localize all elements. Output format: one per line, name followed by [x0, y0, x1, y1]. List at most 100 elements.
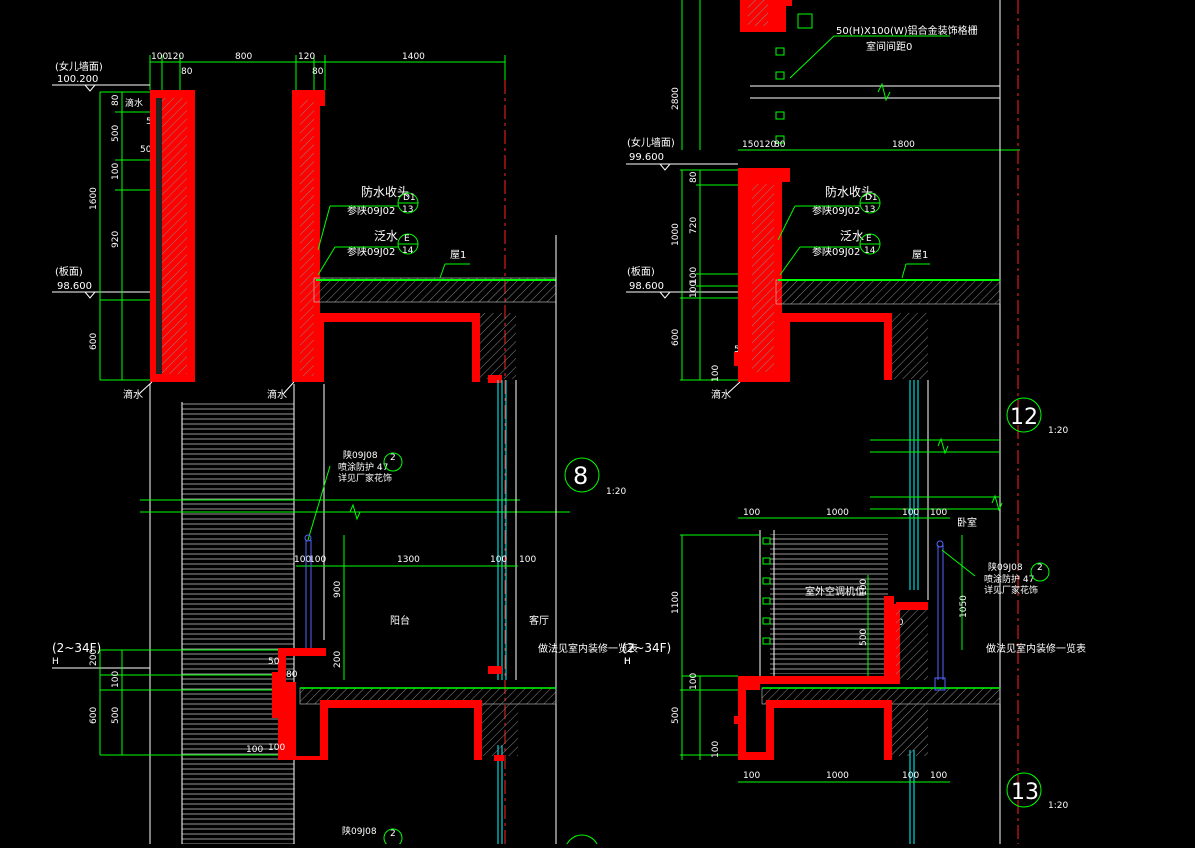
left-stair	[182, 402, 294, 844]
right-ac-grille	[770, 534, 888, 674]
right-top-vdim: 2800	[671, 87, 681, 110]
svg-text:E: E	[404, 234, 410, 244]
svg-text:150: 150	[742, 140, 759, 150]
left-note-flash-ref: 参陕09J02	[347, 204, 395, 217]
left-dim-80b: 80	[312, 67, 324, 77]
right-roof-beam	[782, 313, 892, 380]
left-vdim-80: 80	[111, 94, 121, 106]
left-floor-label: (2~34F)	[52, 641, 101, 655]
svg-text:100: 100	[711, 365, 721, 382]
right-drip: 滴水	[711, 388, 731, 401]
left-vdim-100: 100	[111, 163, 121, 180]
svg-text:喷涂防护 47: 喷涂防护 47	[984, 573, 1034, 585]
svg-text:100: 100	[711, 741, 721, 758]
left-note-upturn-ref: 参陕09J02	[347, 245, 395, 258]
svg-text:100: 100	[930, 508, 947, 518]
svg-text:(板面): (板面)	[627, 265, 655, 278]
svg-text:50: 50	[268, 657, 280, 667]
right-dim-1800: 1800	[892, 140, 915, 150]
left-balcony-curb	[272, 648, 326, 760]
left-parapet-elev: 100.200	[57, 74, 98, 85]
svg-text:200: 200	[89, 649, 99, 666]
right-roof-slab	[775, 279, 1001, 305]
right-ac-curb	[760, 596, 928, 684]
svg-text:1:20: 1:20	[1048, 801, 1068, 811]
left-detail: 100 120 80 800 120 80 1400 (女儿墙面) 100.20…	[52, 52, 671, 848]
svg-text:100: 100	[902, 508, 919, 518]
svg-text:120: 120	[759, 140, 776, 150]
svg-text:100: 100	[309, 555, 326, 565]
left-rail-ref: 陕09J08	[343, 449, 378, 461]
svg-text:1100: 1100	[671, 591, 681, 614]
left-dim-120: 120	[167, 52, 184, 62]
right-floor-curb	[734, 676, 900, 760]
svg-text:100: 100	[930, 771, 947, 781]
left-balcony-label: 阳台	[390, 614, 410, 627]
left-dim-1400: 1400	[402, 52, 425, 62]
svg-text:E: E	[866, 234, 872, 244]
left-vdim-1600: 1600	[89, 187, 99, 210]
svg-text:H: H	[624, 657, 631, 667]
svg-text:详见厂家花饰: 详见厂家花饰	[984, 584, 1038, 596]
svg-text:80: 80	[774, 140, 786, 150]
left-vdim-920: 920	[111, 231, 121, 248]
left-vdim-50b: 50	[140, 145, 152, 155]
right-finish-note: 做法见室内装修一览表	[986, 642, 1086, 655]
svg-text:H: H	[52, 657, 59, 667]
svg-text:100: 100	[902, 771, 919, 781]
svg-text:600: 600	[89, 707, 99, 724]
left-detail-no: 8	[573, 462, 588, 490]
left-balcony-dim-1300: 1300	[397, 555, 420, 565]
left-vdim-500: 500	[111, 125, 121, 142]
left-roof-slab	[313, 277, 557, 303]
left-note-flash: 防水收头	[361, 184, 409, 199]
left-rail-line2: 详见厂家花饰	[338, 472, 392, 484]
svg-text:陕09J08: 陕09J08	[988, 561, 1023, 573]
svg-text:100: 100	[689, 267, 699, 284]
svg-text:(女儿墙面): (女儿墙面)	[627, 136, 675, 149]
right-ac-label: 室外空调机位	[805, 585, 865, 598]
grille-profile-1	[797, 13, 813, 29]
left-vdim-600: 600	[89, 333, 99, 350]
right-bottom-dim-1000: 1000	[826, 771, 849, 781]
right-roof-elev: 98.600	[629, 281, 664, 292]
right-top-note2: 室间间距0	[866, 40, 912, 53]
svg-text:100: 100	[111, 671, 121, 688]
left-drip-1: 滴水	[123, 388, 143, 401]
svg-text:500: 500	[671, 707, 681, 724]
svg-text:D1: D1	[865, 193, 878, 203]
svg-text:滴水: 滴水	[125, 97, 143, 109]
right-detail-circle-12	[1006, 397, 1042, 433]
right-bedroom-label: 卧室	[957, 516, 977, 529]
left-bottom-ref: 陕09J08	[342, 825, 377, 837]
svg-text:80: 80	[689, 171, 699, 183]
svg-text:2: 2	[390, 453, 396, 463]
right-parapet-elev: 99.600	[629, 152, 664, 163]
left-roof-elev: 98.600	[57, 281, 92, 292]
svg-text:1050: 1050	[959, 595, 969, 618]
svg-text:屋1: 屋1	[912, 249, 928, 261]
right-detail-no-13: 13	[1011, 780, 1039, 805]
svg-text:13: 13	[864, 205, 875, 215]
svg-text:100: 100	[743, 771, 760, 781]
svg-text:200: 200	[333, 651, 343, 668]
svg-text:13: 13	[402, 205, 413, 215]
left-finish-note: 做法见室内装修一览表	[538, 642, 638, 655]
svg-text:100: 100	[519, 555, 536, 565]
svg-text:900: 900	[333, 581, 343, 598]
svg-text:1000: 1000	[671, 223, 681, 246]
left-scale: 1:20	[606, 487, 626, 497]
right-detail-no-12: 12	[1010, 405, 1038, 430]
left-roof-beam	[316, 313, 480, 382]
svg-text:100: 100	[294, 555, 311, 565]
left-dim-800: 800	[235, 52, 252, 62]
svg-text:(2~34F): (2~34F)	[622, 641, 671, 655]
left-dim-100: 100	[151, 52, 168, 62]
svg-text:参陕09J02: 参陕09J02	[812, 245, 860, 258]
right-top-note: 50(H)X100(W)铝合金装饰格栅	[836, 24, 978, 37]
right-mid-dim-1000: 1000	[826, 508, 849, 518]
svg-text:2: 2	[1037, 563, 1043, 573]
left-parapet-wall-hatch	[162, 98, 187, 374]
svg-text:80: 80	[286, 670, 298, 680]
